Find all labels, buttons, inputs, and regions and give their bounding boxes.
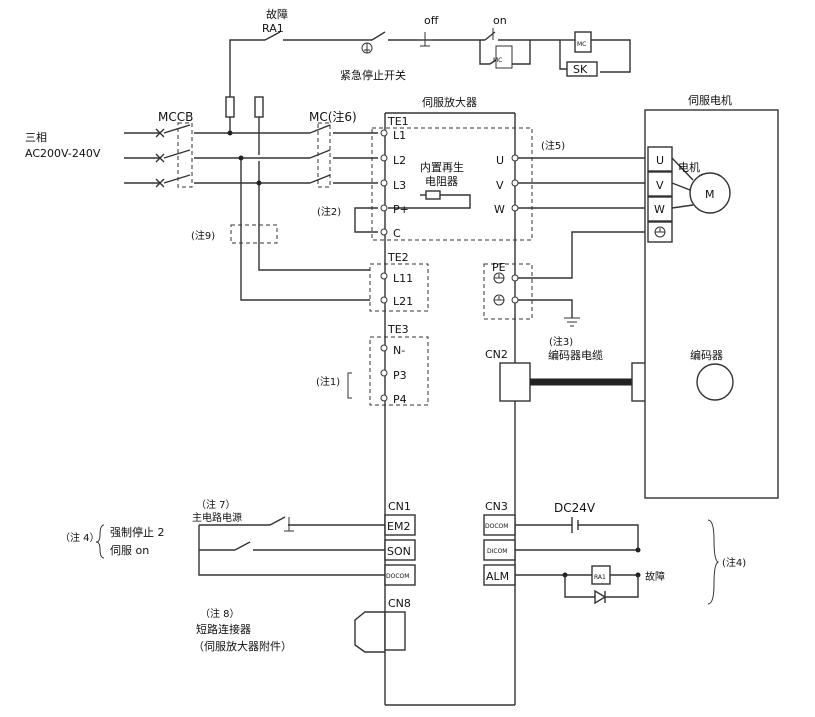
te1-label: TE1	[387, 115, 409, 128]
voltage-label: AC200V-240V	[25, 147, 101, 160]
docom-cn1-label: DOCOM	[386, 573, 409, 580]
son-label: SON	[387, 545, 411, 558]
amp-title: 伺服放大器	[422, 95, 477, 109]
note1-label: (注1)	[316, 375, 340, 388]
servo-amplifier	[354, 112, 533, 706]
servo-motor	[644, 109, 779, 499]
encoder-cable-label: 编码器电缆	[548, 348, 603, 362]
motor-v-label: V	[656, 179, 664, 192]
pplus-label: P+	[393, 203, 409, 216]
cn8-label: CN8	[388, 597, 411, 610]
docom-cn3-label: DOCOM	[485, 523, 508, 530]
l1-label: L1	[393, 129, 406, 142]
servo-on-label: 伺服 on	[110, 544, 149, 557]
note4-right-label: (注4)	[722, 556, 746, 569]
te2-label: TE2	[387, 251, 409, 264]
note8-label: （注 8）	[200, 607, 240, 620]
off-label: off	[424, 14, 439, 27]
note3-label: (注3)	[549, 335, 573, 348]
note1-bracket	[347, 372, 352, 399]
fault-label: 故障	[266, 7, 288, 21]
p4-label: P4	[393, 393, 407, 406]
u-terminal-label: U	[496, 154, 504, 167]
note2-label: (注2)	[317, 205, 341, 218]
v-terminal-label: V	[496, 179, 504, 192]
regen-label-1: 内置再生	[420, 160, 464, 174]
short-connector-note: （伺服放大器附件）	[193, 639, 292, 653]
mccb-label: MCCB	[158, 110, 193, 124]
cn2-label: CN2	[485, 348, 508, 361]
io-fault-label: 故障	[645, 570, 665, 583]
three-phase-label: 三相	[25, 131, 47, 144]
note4-right-brace	[707, 519, 720, 605]
encoder-label: 编码器	[690, 348, 723, 362]
motor-m-label: M	[705, 188, 715, 201]
mc-note6-label: MC(注6)	[309, 109, 357, 124]
motor-w-label: W	[654, 203, 665, 216]
l11-label: L11	[393, 272, 413, 285]
l2-label: L2	[393, 154, 406, 167]
short-connector-label: 短路连接器	[196, 622, 251, 636]
note9-label: (注9)	[191, 229, 215, 242]
alm-label: ALM	[486, 570, 509, 583]
p3-label: P3	[393, 369, 407, 382]
em-stop2-label: 强制停止 2	[110, 525, 165, 539]
dc24v-label: DC24V	[554, 501, 596, 515]
motor-title: 伺服电机	[688, 93, 732, 107]
l3-label: L3	[393, 179, 406, 192]
note5-label: (注5)	[541, 139, 565, 152]
c-label: C	[393, 227, 401, 240]
power-input-wiring	[124, 96, 378, 301]
pe-label: PE	[492, 261, 506, 274]
motor-u-label: U	[656, 154, 664, 167]
cn1-label: CN1	[388, 500, 411, 513]
ra1-label: RA1	[262, 22, 284, 35]
motor-label: 电机	[678, 160, 700, 174]
ra1-coil-label: RA1	[594, 574, 606, 581]
te3-label: TE3	[387, 323, 409, 336]
w-terminal-label: W	[494, 203, 505, 216]
note4-left-label: （注 4）	[60, 531, 100, 544]
regen-label-2: 电阻器	[425, 175, 458, 188]
mc-contact-label: MC	[493, 57, 502, 64]
mc-coil-label: MC	[577, 41, 586, 48]
emergency-stop-circuit	[229, 28, 631, 97]
on-label: on	[493, 14, 507, 27]
l21-label: L21	[393, 295, 413, 308]
emergency-stop-label: 紧急停止开关	[340, 68, 406, 82]
note4-left-brace	[95, 524, 105, 559]
dicom-label: DICOM	[487, 548, 507, 555]
main-power-label: 主电路电源	[192, 511, 242, 524]
em2-label: EM2	[387, 520, 410, 533]
note7-label: （注 7）	[196, 498, 236, 511]
io-wiring	[198, 516, 641, 605]
cn3-label: CN3	[485, 500, 508, 513]
nminus-label: N-	[393, 344, 405, 357]
sk-label: SK	[573, 63, 588, 76]
